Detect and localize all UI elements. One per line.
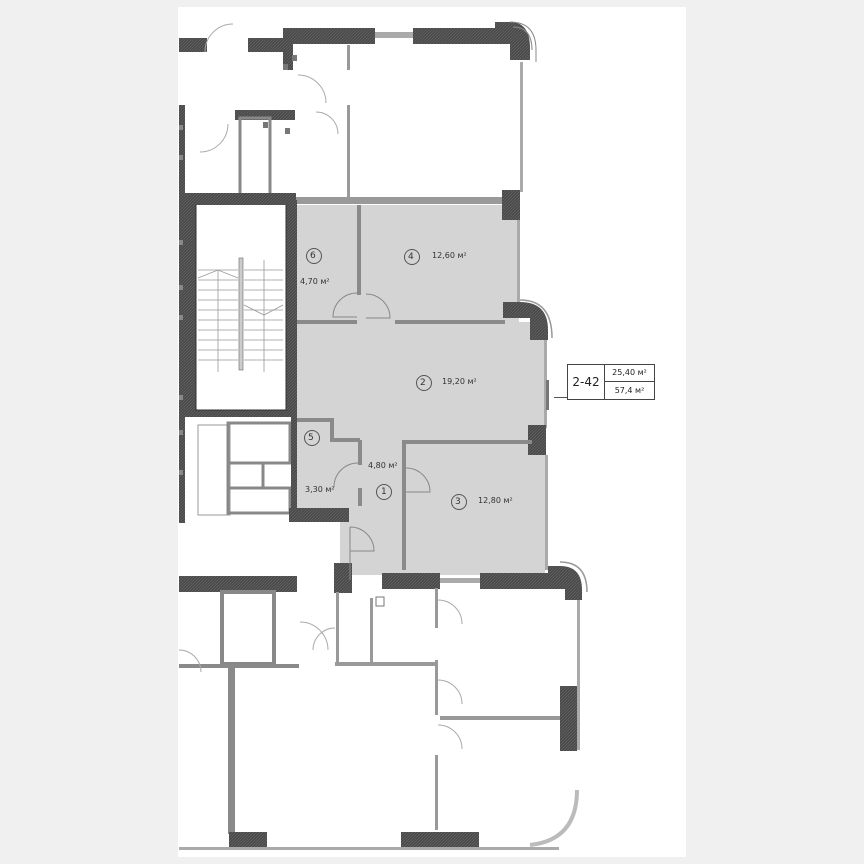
stairwell	[184, 193, 295, 417]
room-circles	[304, 248, 467, 510]
room-2-number: 2	[420, 378, 426, 388]
room-1-number: 1	[381, 487, 387, 497]
room-6-area: 4,70 м²	[300, 277, 330, 286]
upper-walls	[179, 21, 537, 220]
apartment-legend: 2-42 25,40 м² 57,4 м²	[567, 364, 655, 400]
legend-leader-line	[554, 397, 567, 398]
room-3-area: 12,80 м²	[478, 496, 513, 505]
room-6-number: 6	[310, 251, 316, 261]
room-5-number: 5	[308, 433, 314, 443]
room-4-number: 4	[408, 252, 414, 262]
apartment-doors	[332, 292, 431, 580]
room-2-area: 19,20 м²	[442, 377, 477, 386]
room-3-number: 3	[455, 497, 461, 507]
living-area: 25,40 м²	[605, 365, 654, 382]
apartment-code: 2-42	[568, 365, 605, 399]
room-5-area: 3,30 м²	[305, 485, 335, 494]
total-area: 57,4 м²	[614, 386, 645, 395]
lower-walls	[178, 576, 580, 850]
apartment-walls	[289, 200, 588, 600]
room-4-area: 12,60 м²	[432, 251, 467, 260]
room-1-area: 4,80 м²	[368, 461, 398, 470]
